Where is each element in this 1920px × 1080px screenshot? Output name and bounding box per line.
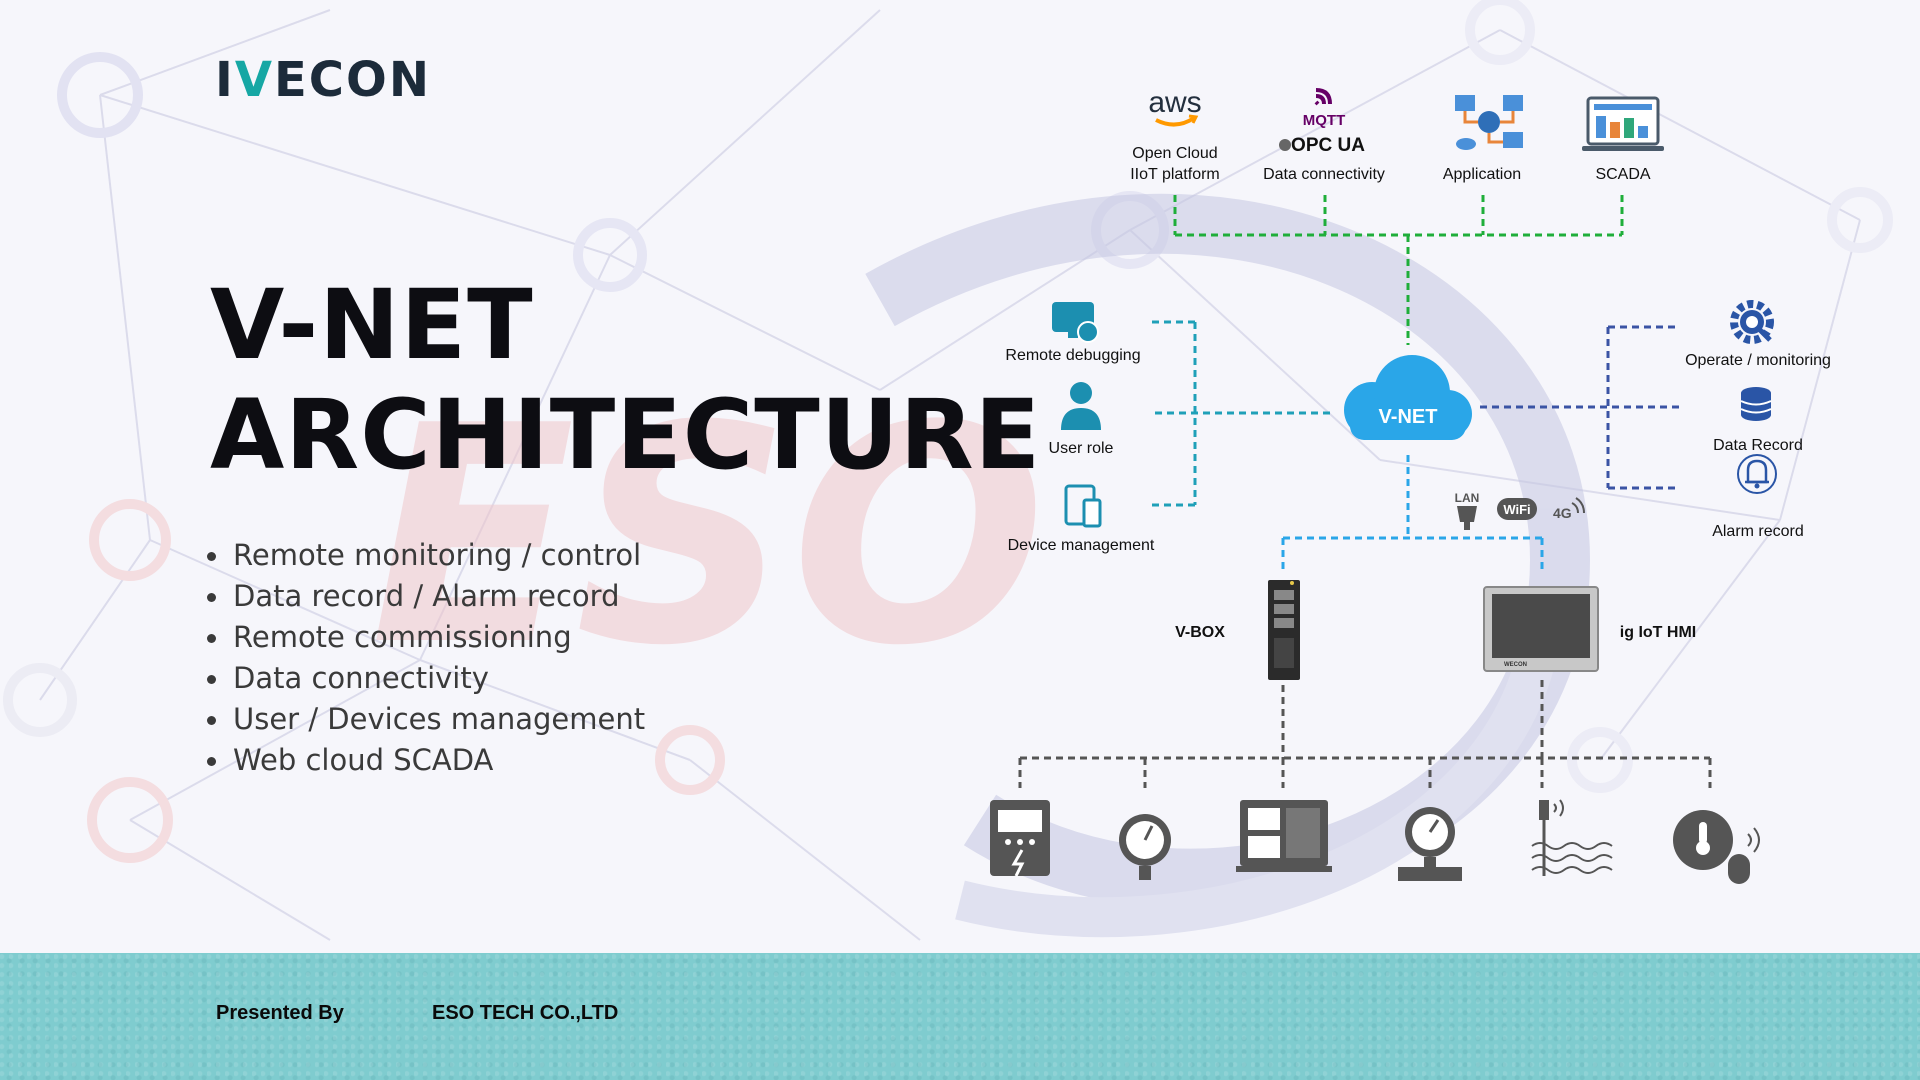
aws-label-line-1: Open Cloud [1132,145,1217,162]
feature-item: Data record / Alarm record [205,576,645,617]
hmi-device-icon: WECON [1483,586,1599,672]
lan-icon: LAN [1455,491,1480,530]
wecon-logo: IVECON [215,52,431,108]
title-line-1: V-NET [210,269,534,381]
application-icon [1455,95,1523,150]
eso-watermark: ESO [370,362,1046,711]
database-icon [1740,387,1772,421]
level-sensor-icon [1531,799,1613,876]
left-connector-lines [1152,320,1335,507]
architecture-diagram: aws Open Cloud IIoT platform MQTT OPC UA… [990,86,1831,884]
vbox-device-icon [1268,580,1300,680]
user-role-icon [1061,382,1101,430]
wifi-icon: WiFi [1497,498,1537,520]
device-management-label: Device management [1008,537,1155,554]
operate-monitoring-label: Operate / monitoring [1685,352,1831,369]
title-line-2: ARCHITECTURE [210,379,1042,491]
cloud-to-device-lines [1281,455,1544,570]
logo-text-start: I [215,52,235,108]
svg-text:LAN: LAN [1455,491,1480,505]
svg-text:WECON: WECON [1504,662,1527,668]
4g-icon: 4G [1553,497,1585,521]
vbox-label: V-BOX [1175,624,1225,641]
alarm-record-label: Alarm record [1712,523,1804,540]
logo-text-accent: V [234,52,275,108]
logo-text-end: ECON [274,52,432,108]
hmi-label: ig IoT HMI [1620,624,1696,641]
bell-icon [1737,454,1777,494]
footer-band: Presented By ESO TECH CO.,LTD [0,953,1920,1080]
remote-debugging-icon [1052,302,1099,343]
aws-label-line-2: IIoT platform [1130,166,1220,183]
aws-logo-icon: aws [1148,86,1202,127]
temperature-sensor-icon [1673,810,1760,884]
mqtt-logo-icon: MQTT [1303,88,1346,129]
data-record-label: Data Record [1713,437,1803,454]
top-connector-lines [1173,195,1624,345]
cloud-label: V-NET [1379,406,1438,428]
right-connector-lines [1480,325,1680,490]
control-panel-icon [1236,800,1332,872]
device-management-icon [1064,484,1102,528]
opcua-logo-icon: OPC UA [1279,135,1365,156]
bottom-connector-lines [1018,680,1712,788]
feature-item: Web cloud SCADA [205,740,645,781]
svg-text:OPC UA: OPC UA [1291,135,1365,156]
svg-text:aws: aws [1148,86,1201,119]
feature-item: Data connectivity [205,658,645,699]
feature-item: Remote monitoring / control [205,535,645,576]
flow-meter-icon [1398,807,1462,881]
application-label: Application [1443,166,1521,183]
remote-debugging-label: Remote debugging [1005,347,1140,364]
page-title: V-NET ARCHITECTURE [210,270,1041,490]
company-name: ESO TECH CO.,LTD [432,1002,619,1024]
feature-item: Remote commissioning [205,617,645,658]
scada-screen-icon [1582,96,1664,151]
vnet-cloud-icon [1344,355,1472,440]
gear-icon [1730,300,1774,344]
svg-text:MQTT: MQTT [1303,112,1346,129]
svg-text:WiFi: WiFi [1503,502,1530,517]
svg-text:4G: 4G [1553,505,1572,521]
feature-item: User / Devices management [205,699,645,740]
electric-meter-icon [990,800,1050,877]
pressure-gauge-icon [1119,814,1171,880]
user-role-label: User role [1049,440,1114,457]
presented-by-label: Presented By [216,1002,344,1024]
data-connectivity-label: Data connectivity [1263,166,1385,183]
feature-list: Remote monitoring / control Data record … [205,535,645,781]
scada-label: SCADA [1595,166,1650,183]
